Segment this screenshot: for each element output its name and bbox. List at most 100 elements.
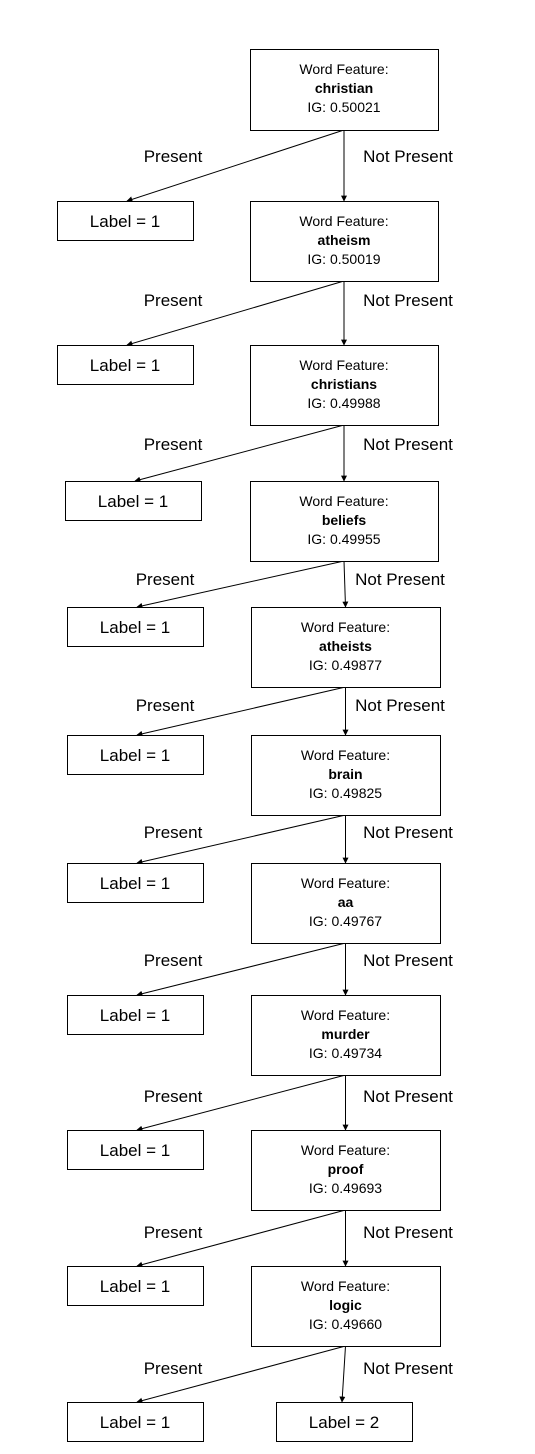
leaf-box	[57, 201, 194, 241]
present-edge	[136, 1209, 346, 1268]
node-ig: IG: 0.49988	[307, 395, 380, 411]
present-edge	[136, 814, 346, 865]
present-label: Present	[144, 1359, 203, 1378]
present-edge	[136, 942, 346, 997]
node-title: Word Feature:	[301, 619, 390, 635]
present-edge	[136, 560, 345, 609]
leaf-label: Label = 1	[90, 356, 160, 375]
node-word: christians	[311, 376, 377, 392]
leaf-label: Label = 1	[100, 1006, 170, 1025]
present-leaf: Label = 1	[67, 1266, 204, 1306]
node-word: atheism	[318, 232, 371, 248]
not-present-label: Not Present	[355, 696, 445, 715]
present-leaf: Label = 1	[67, 995, 204, 1035]
not-present-label: Not Present	[363, 1087, 453, 1106]
node-title: Word Feature:	[301, 747, 390, 763]
not-present-label: Not Present	[355, 570, 445, 589]
present-label: Present	[144, 823, 203, 842]
node-title: Word Feature:	[301, 1142, 390, 1158]
present-edge	[134, 424, 345, 483]
leaf-label: Label = 2	[309, 1413, 379, 1432]
present-label: Present	[144, 291, 203, 310]
leaf-label: Label = 1	[100, 1277, 170, 1296]
present-label: Present	[144, 1087, 203, 1106]
present-label: Present	[136, 696, 195, 715]
present-edge	[136, 686, 346, 737]
node-word: brain	[328, 766, 362, 782]
node-title: Word Feature:	[301, 1278, 390, 1294]
not-present-edge	[339, 1345, 346, 1403]
node-title: Word Feature:	[299, 357, 388, 373]
node-word: logic	[329, 1297, 362, 1313]
present-edge	[126, 129, 345, 203]
leaf-label: Label = 1	[100, 874, 170, 893]
present-edge	[136, 1345, 346, 1404]
final-leaf: Label = 2	[276, 1402, 413, 1442]
leaf-label: Label = 1	[100, 1413, 170, 1432]
node-box	[250, 481, 439, 562]
node-title: Word Feature:	[299, 213, 388, 229]
not-present-label: Not Present	[363, 823, 453, 842]
node-box	[251, 1266, 441, 1347]
node-box	[251, 995, 441, 1076]
leaf-label: Label = 1	[98, 492, 168, 511]
leaf-box	[65, 481, 202, 521]
present-label: Present	[144, 147, 203, 166]
present-leaf: Label = 1	[67, 607, 204, 647]
node-word: proof	[328, 1161, 364, 1177]
leaf-box	[276, 1402, 413, 1442]
present-leaf: Label = 1	[57, 345, 194, 385]
node-ig: IG: 0.50019	[307, 251, 380, 267]
present-edge	[126, 280, 345, 347]
node-ig: IG: 0.49955	[307, 531, 380, 547]
present-label: Present	[136, 570, 195, 589]
not-present-label: Not Present	[363, 1223, 453, 1242]
leaf-box	[67, 1402, 204, 1442]
node-title: Word Feature:	[301, 875, 390, 891]
node-title: Word Feature:	[299, 61, 388, 77]
node-box	[250, 49, 439, 131]
leaf-box	[67, 995, 204, 1035]
node-box	[251, 735, 441, 816]
leaf-label: Label = 1	[100, 746, 170, 765]
leaf-label: Label = 1	[100, 618, 170, 637]
present-leaf: Label = 1	[67, 1402, 204, 1442]
node-ig: IG: 0.50021	[307, 99, 380, 115]
node-ig: IG: 0.49734	[309, 1045, 382, 1061]
node-ig: IG: 0.49660	[309, 1316, 382, 1332]
node-word: murder	[321, 1026, 370, 1042]
present-leaf: Label = 1	[67, 735, 204, 775]
node-box	[250, 201, 439, 282]
leaf-box	[67, 1130, 204, 1170]
not-present-label: Not Present	[363, 291, 453, 310]
leaf-label: Label = 1	[90, 212, 160, 231]
leaf-box	[67, 735, 204, 775]
not-present-label: Not Present	[363, 1359, 453, 1378]
present-leaf: Label = 1	[57, 201, 194, 241]
present-label: Present	[144, 1223, 203, 1242]
node-box	[250, 345, 439, 426]
leaf-box	[67, 607, 204, 647]
node-title: Word Feature:	[301, 1007, 390, 1023]
node-ig: IG: 0.49825	[309, 785, 382, 801]
not-present-label: Not Present	[363, 951, 453, 970]
node-word: atheists	[319, 638, 372, 654]
leaf-box	[57, 345, 194, 385]
present-leaf: Label = 1	[67, 863, 204, 903]
node-word: christian	[315, 80, 373, 96]
present-leaf: Label = 1	[65, 481, 202, 521]
not-present-edge	[342, 560, 349, 608]
not-present-label: Not Present	[363, 435, 453, 454]
node-word: aa	[338, 894, 354, 910]
present-label: Present	[144, 435, 203, 454]
edges-layer	[126, 129, 349, 1404]
